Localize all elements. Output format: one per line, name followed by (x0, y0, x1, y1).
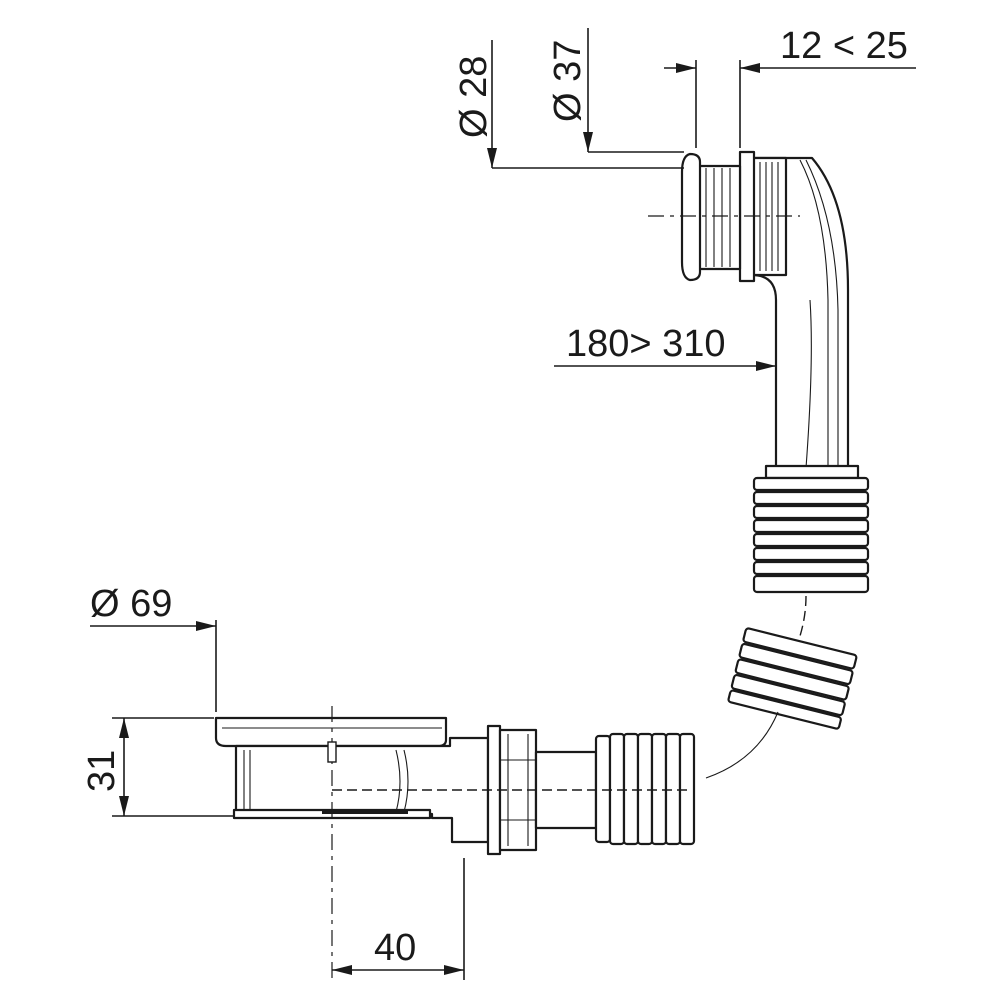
dim-range-12-25: 12 < 25 (664, 25, 916, 148)
dim-label-diameter-37: Ø 37 (547, 40, 589, 122)
dim-diameter-37: Ø 37 (547, 28, 684, 153)
dim-label-diameter-69: Ø 69 (90, 583, 172, 625)
dim-range-180-310: 180> 310 (554, 323, 776, 371)
overflow-shank (696, 164, 742, 271)
dim-label-diameter-28: Ø 28 (453, 56, 495, 138)
overflow-thread-rings (752, 476, 870, 594)
dim-diameter-69: Ø 69 (90, 583, 217, 712)
dim-diameter-28: Ø 28 (453, 40, 684, 169)
waste-thread-rings (594, 732, 696, 846)
dim-offset-40: 40 (332, 858, 465, 980)
hose-path-upper (799, 595, 807, 637)
dim-label-height-31: 31 (81, 750, 123, 792)
dim-label-offset-40: 40 (374, 927, 416, 969)
dim-label-range-180-310: 180> 310 (566, 323, 726, 365)
waste-assembly (214, 706, 696, 980)
dim-label-range-12-25: 12 < 25 (780, 25, 908, 67)
dim-height-31: 31 (81, 717, 234, 817)
flexible-hose-segment (727, 627, 858, 730)
overflow-assembly (648, 150, 870, 594)
overflow-cover-plate (680, 152, 702, 282)
hose-path-lower (705, 711, 779, 779)
